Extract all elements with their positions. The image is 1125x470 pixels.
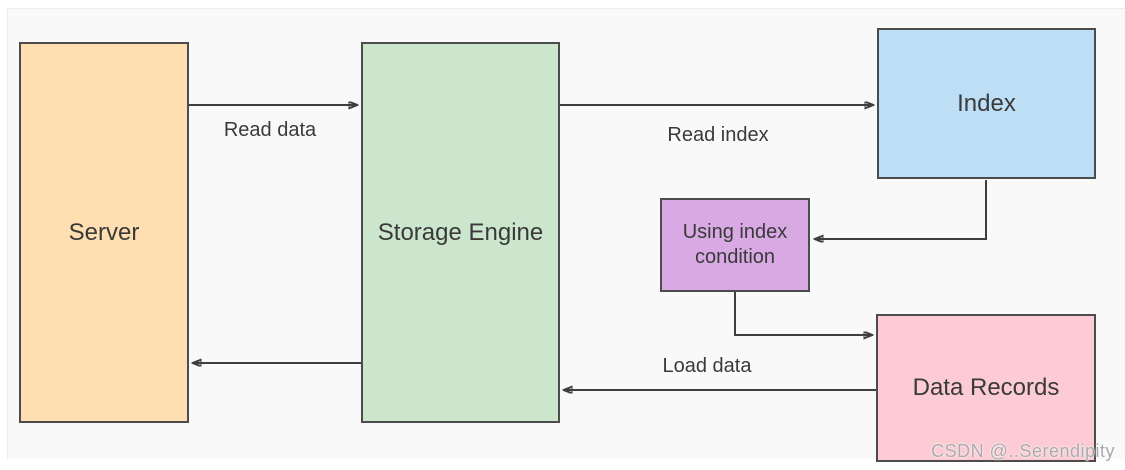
- node-using-index-condition-label: Using index condition: [682, 221, 788, 268]
- node-storage-engine: Storage Engine: [361, 42, 560, 423]
- edge-label-read-index: Read index: [667, 124, 769, 146]
- node-data-records: Data Records: [876, 314, 1096, 462]
- node-server: Server: [19, 42, 189, 423]
- node-index: Index: [877, 28, 1096, 179]
- node-storage-engine-label: Storage Engine: [377, 218, 544, 246]
- node-index-label: Index: [957, 89, 1016, 117]
- edge-label-read-data: Read data: [223, 119, 317, 141]
- node-using-index-condition: Using index condition: [660, 198, 810, 292]
- node-data-records-label: Data Records: [912, 374, 1060, 401]
- csdn-watermark: CSDN @..Serendipity: [931, 441, 1115, 461]
- node-server-label: Server: [68, 218, 140, 246]
- edge-label-load-data: Load data: [662, 355, 752, 377]
